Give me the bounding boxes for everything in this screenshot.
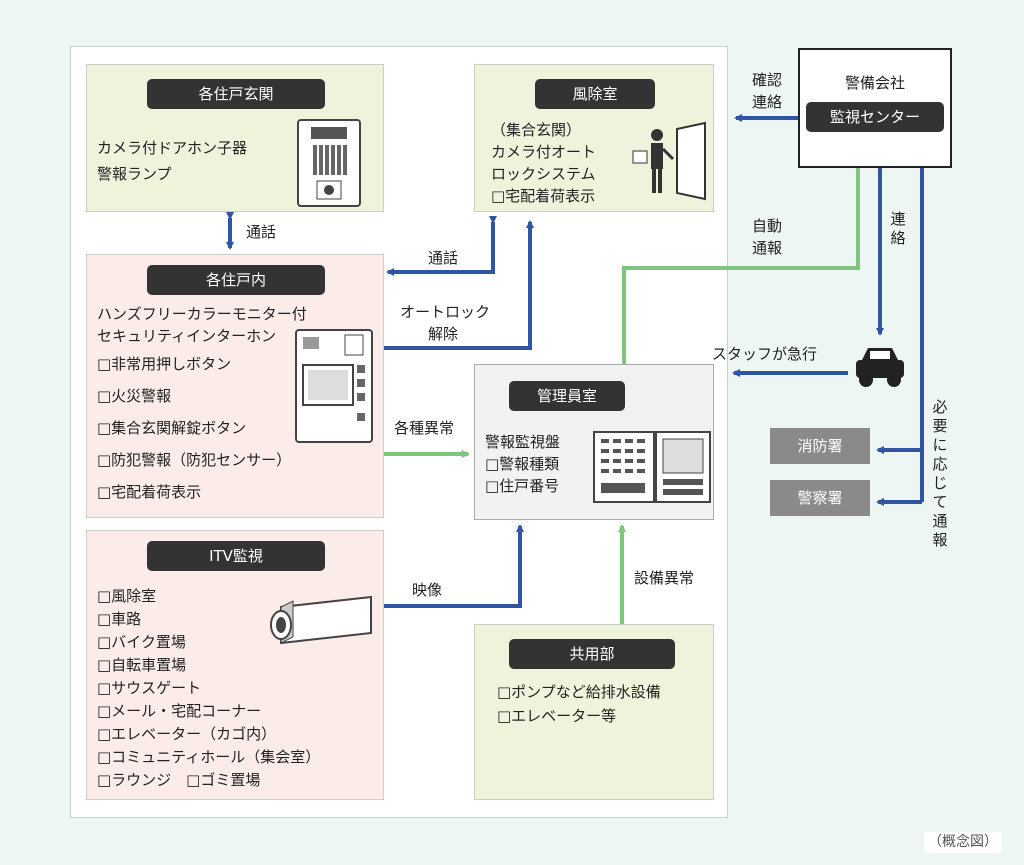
confirm-label-1: 確認 [752,71,783,89]
common-item-2: □エレベーター等 [497,707,617,725]
itv-title: ITV監視 [147,541,325,571]
common-item-1: □ポンプなど給排水設備 [497,683,661,701]
car-icon [856,348,904,387]
notify-label: 必 要 に 応 じ て 通 報 [932,398,948,549]
video-label: 映像 [412,581,443,599]
door-phone-icon [297,119,361,207]
vestibule-box: 風除室 （集合玄関） カメラ付オート ロックシステム □宅配着荷表示 [474,64,714,212]
itv-item-2: □車路 [97,610,142,628]
autolock-label-2: 解除 [428,325,459,343]
itv-item-3: □バイク置場 [97,633,186,651]
itv-item-6: □メール・宅配コーナー [97,702,262,720]
inside-item-1: ハンズフリーカラーモニター付 [97,305,307,323]
auto-report-arrow [622,136,862,364]
caption: （概念図） [924,832,1002,853]
intercom-monitor-icon [295,329,373,443]
vestibule-title: 風除室 [535,79,655,109]
autolock-user-icon [632,121,706,201]
inside-item-2: セキュリティインターホン [97,327,277,345]
inside-item-5: □集合玄関解錠ボタン [97,419,247,437]
residence-inside-box: 各住戸内 ハンズフリーカラーモニター付 セキュリティインターホン □非常用押しボ… [86,254,384,518]
itv-item-4: □自転車置場 [97,656,187,674]
manager-item-1: 警報監視盤 [485,433,561,451]
autolock-arrow [384,220,534,350]
vestibule-item-2: カメラ付オート [491,143,597,161]
security-company-box: 警備会社 監視センター [798,48,952,168]
vestibule-item-4: □宅配着荷表示 [491,187,596,205]
itv-item-1: □風除室 [97,587,157,605]
confirm-label-2: 連絡 [752,93,783,111]
staff-rush-label: スタッフが急行 [712,345,818,363]
auto-report-label-1: 自動 [752,217,783,235]
call-label-1: 通話 [246,223,277,241]
equipment-label: 設備異常 [634,569,695,587]
security-camera-icon [270,595,372,645]
inside-item-3: □非常用押しボタン [97,355,232,373]
vestibule-item-3: ロックシステム [491,165,596,183]
video-arrow [384,524,524,608]
alarm-panel-icon [593,431,711,503]
entrance-item-2: 警報ランプ [97,165,172,183]
manager-room-title: 管理員室 [509,381,625,411]
residence-entrance-box: 各住戸玄関 カメラ付ドアホン子器 警報ランプ [86,64,384,212]
police-box: 警察署 [770,480,870,516]
entrance-item-1: カメラ付ドアホン子器 [97,139,248,157]
security-company-title: 警備会社 [844,74,905,92]
monitoring-center-label: 監視センター [806,102,944,132]
common-area-box: 共用部 □ポンプなど給排水設備 □エレベーター等 [474,624,714,800]
call-arrow-vestibule-inside [386,216,497,276]
manager-item-3: □住戸番号 [485,477,560,495]
inside-item-7: □宅配着荷表示 [97,483,202,501]
itv-item-5: □サウスゲート [97,679,202,697]
contact-label: 連 絡 [890,210,906,247]
vestibule-item-1: （集合玄関） [491,121,582,139]
manager-item-2: □警報種類 [485,455,560,473]
inside-item-6: □防犯警報（防犯センサー） [97,451,292,469]
residence-inside-title: 各住戸内 [147,265,325,295]
various-alarm-label: 各種異常 [394,419,455,437]
fire-station-box: 消防署 [770,428,870,464]
auto-report-label-2: 通報 [752,239,783,257]
residence-entrance-title: 各住戸玄関 [147,79,325,109]
itv-item-8: □コミュニティホール（集会室） [97,748,321,766]
call-label-2: 通話 [428,249,459,267]
autolock-label-1: オートロック [400,303,491,321]
itv-item-9: □ラウンジ □ゴミ置場 [97,771,261,789]
common-area-title: 共用部 [509,639,675,669]
manager-room-box: 管理員室 警報監視盤 □警報種類 □住戸番号 [474,364,714,520]
itv-item-7: □エレベーター（カゴ内） [97,725,277,743]
inside-item-4: □火災警報 [97,387,172,405]
itv-box: ITV監視 □風除室 □車路 □バイク置場 □自転車置場 □サウスゲート □メー… [86,530,384,800]
